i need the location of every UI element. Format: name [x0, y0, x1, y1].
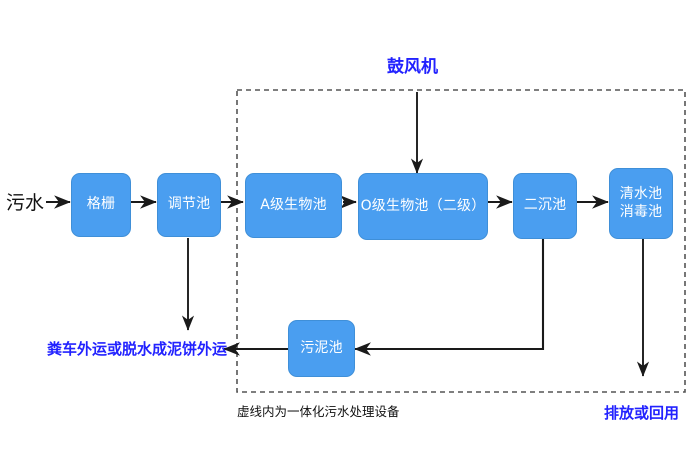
node-secondary-clarifier-label: 二沉池 — [523, 197, 567, 214]
label-discharge-or-reuse-text: 排放或回用 — [604, 404, 680, 422]
node-clearwater-disinfection-tank-label: 清水池 消毒池 — [619, 186, 663, 220]
node-secondary-clarifier[interactable]: 二沉池 — [513, 173, 577, 239]
node-a-stage-bio-tank[interactable]: A级生物池 — [245, 173, 342, 238]
label-discharge-or-reuse: 排放或回用 — [604, 402, 679, 423]
node-grid-label: 格栅 — [86, 196, 116, 213]
label-blower-text: 鼓风机 — [387, 57, 438, 77]
arrow-clarifier-to-sludge — [354, 239, 545, 356]
node-equalization-tank-label: 调节池 — [167, 196, 211, 213]
label-blower: 鼓风机 — [387, 52, 438, 77]
label-sludge-haul-away-text: 粪车外运或脱水成泥饼外运 — [47, 340, 228, 358]
node-sludge-tank-label: 污泥池 — [300, 339, 343, 356]
enclosure-caption: 虚线内为一体化污水处理设备 — [237, 401, 400, 420]
node-o-stage-bio-tank[interactable]: O级生物池（二级） — [358, 173, 488, 240]
enclosure-dashed-box — [236, 89, 686, 393]
node-o-stage-bio-tank-label: O级生物池（二级） — [360, 197, 486, 214]
node-a-stage-bio-tank-label: A级生物池 — [260, 196, 327, 213]
label-influent-wastewater-text: 污水 — [6, 192, 45, 214]
node-equalization-tank[interactable]: 调节池 — [157, 173, 221, 237]
node-grid[interactable]: 格栅 — [71, 173, 131, 237]
node-clearwater-disinfection-tank[interactable]: 清水池 消毒池 — [609, 168, 673, 239]
label-sludge-haul-away: 粪车外运或脱水成泥饼外运 — [47, 338, 227, 359]
label-influent-wastewater: 污水 — [6, 188, 44, 215]
node-sludge-tank[interactable]: 污泥池 — [288, 320, 355, 377]
enclosure-caption-text: 虚线内为一体化污水处理设备 — [237, 404, 400, 419]
